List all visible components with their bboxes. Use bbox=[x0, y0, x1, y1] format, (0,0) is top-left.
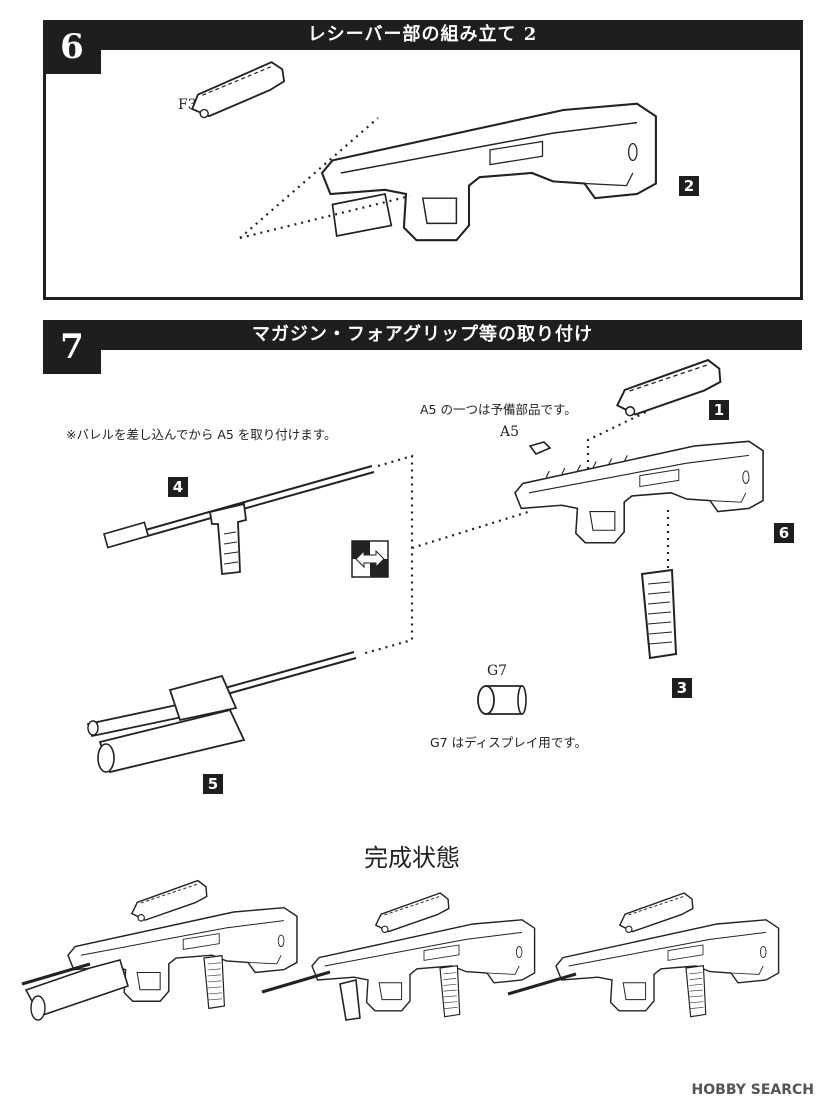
step7-rail-part-1 bbox=[611, 356, 727, 420]
step7-rifle-body bbox=[514, 440, 764, 544]
step6-title: レシーバー部の組み立て 2 bbox=[43, 20, 802, 50]
hobby-search-watermark: HOBBY SEARCH bbox=[691, 1082, 814, 1098]
barrel-foregrip-part bbox=[103, 465, 375, 575]
completed-rifle-grenade-launcher bbox=[21, 878, 298, 1021]
step7-guide-lines bbox=[361, 411, 670, 656]
step7-note-g7: G7 はディスプレイ用です。 bbox=[430, 735, 587, 750]
step7-callout-4: 4 bbox=[168, 477, 188, 497]
step7-note-barrel: ※バレルを差し込んでから A5 を取り付けます。 bbox=[66, 427, 337, 442]
step7-part-a5 bbox=[528, 441, 552, 455]
step6-number: 6 bbox=[43, 20, 101, 74]
step7-callout-5: 5 bbox=[203, 774, 223, 794]
step7-magazine-part-3 bbox=[641, 569, 677, 659]
step7-part-label-g7: G7 bbox=[487, 663, 508, 679]
step7-callout-1: 1 bbox=[709, 400, 729, 420]
step7-number: 7 bbox=[43, 320, 101, 374]
step6-callout-2: 2 bbox=[679, 176, 699, 196]
swap-arrows-icon bbox=[351, 540, 389, 578]
step7-note-a5: A5 の一つは予備部品です。 bbox=[420, 402, 577, 417]
step7-part-label-a5: A5 bbox=[500, 424, 520, 440]
step7-callout-6: 6 bbox=[774, 523, 794, 543]
step7-grenade-round-g7 bbox=[477, 685, 527, 715]
step7-callout-3: 3 bbox=[672, 678, 692, 698]
barrel-grenade-launcher-part bbox=[86, 651, 357, 774]
step6-guide-lines bbox=[239, 117, 411, 240]
step6-rifle-receiver bbox=[320, 102, 657, 242]
completed-rifle-foregrip bbox=[261, 890, 536, 1021]
completed-rifle-standard bbox=[507, 890, 780, 1018]
step7-title: マガジン・フォアグリップ等の取り付け bbox=[43, 320, 802, 350]
completed-title: 完成状態 bbox=[364, 844, 460, 872]
step6-receiver-rail-part bbox=[185, 58, 290, 122]
